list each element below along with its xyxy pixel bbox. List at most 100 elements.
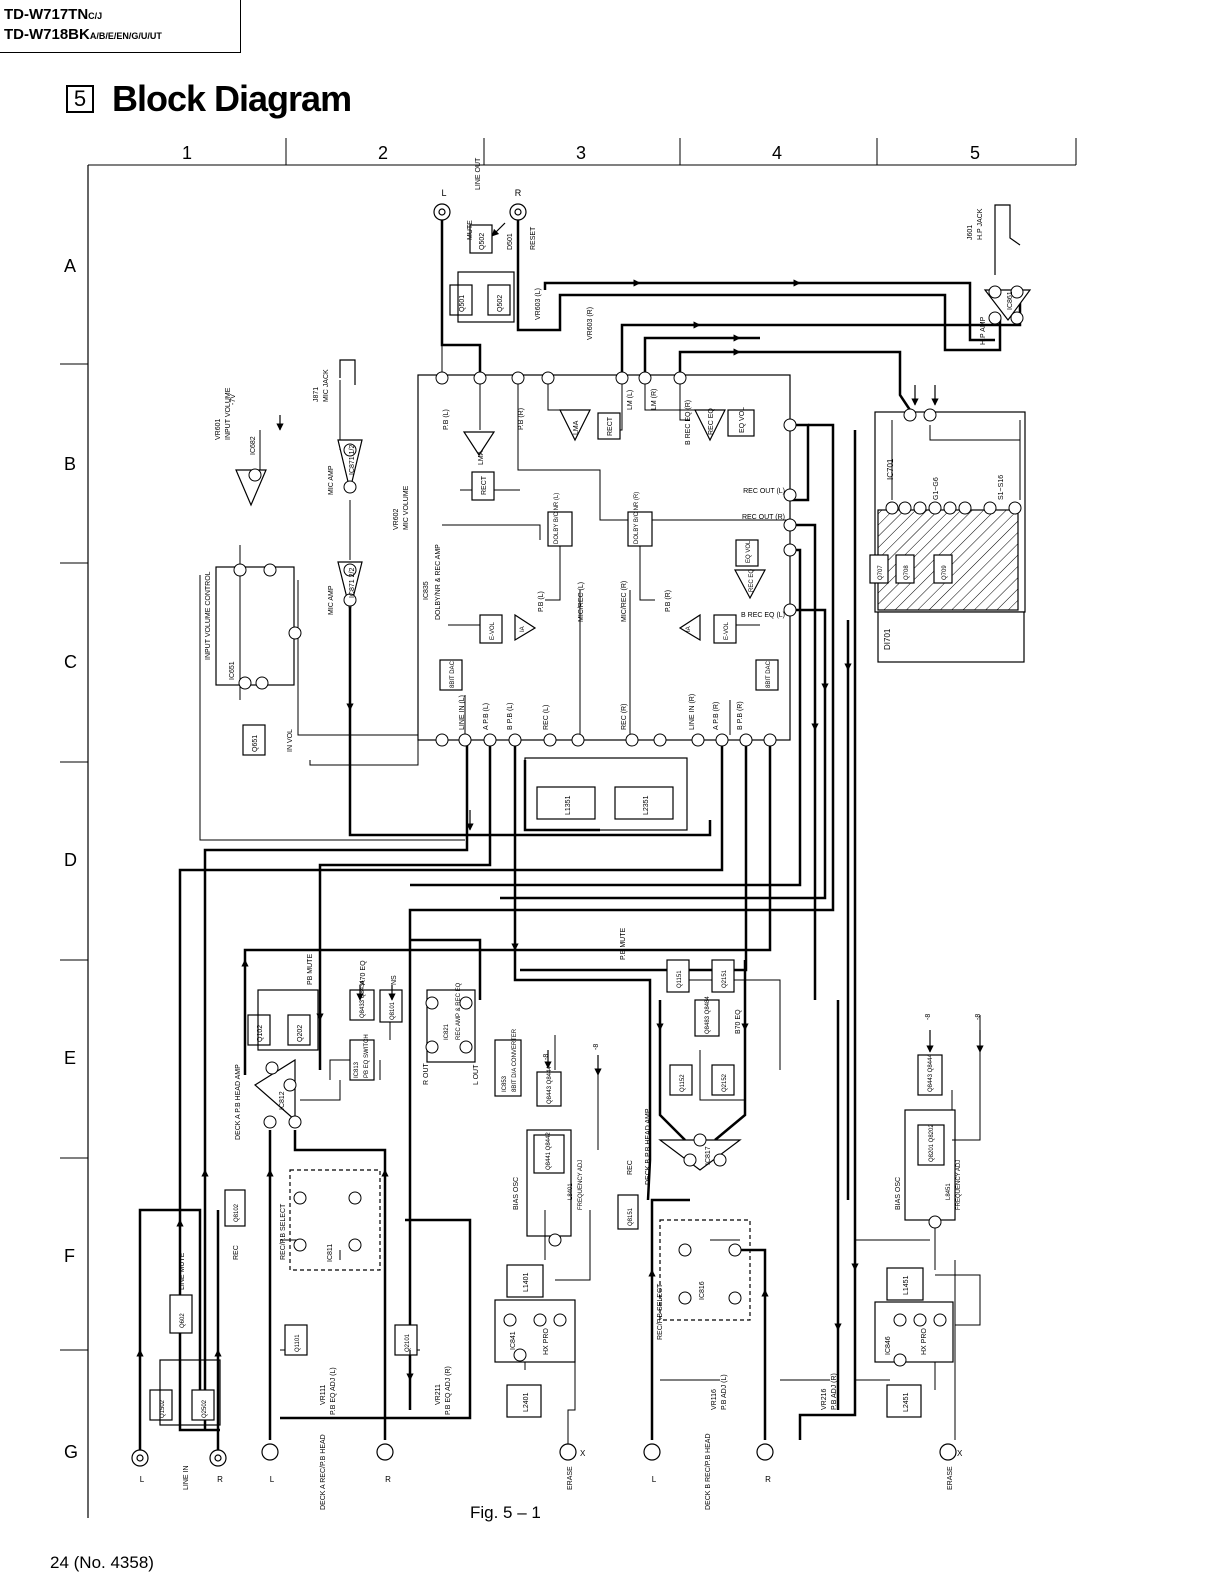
ic813-label: IC813 [354, 1061, 360, 1078]
line-in-l-label: LINE IN (L) [459, 695, 466, 730]
j601-label: J601 [967, 225, 974, 240]
line-in-r-label: LINE IN (R) [689, 694, 696, 730]
vr601-label: VR601 [215, 418, 222, 440]
vr603-l-label: VR603 (L) [535, 288, 542, 320]
vr116-label: VR116 [711, 1389, 718, 1410]
main-signal-wires [138, 205, 1022, 1450]
b-pb-l-label: B P.B (L) [507, 703, 514, 731]
mic-rec-r-label: MIC/REC (R) [621, 581, 628, 622]
dolby-l-label: DOLBY B/C NR (L) [554, 493, 560, 544]
ic841-label: IC841 [510, 1331, 517, 1350]
rec-b-label: REC [627, 1160, 634, 1175]
l2401-label: L2401 [523, 1392, 530, 1412]
q8101-label: Q8101 [390, 1001, 396, 1020]
deck-a-head-label: DECK A REC/P.B HEAD [320, 1434, 327, 1510]
line-in-l-jack-label: L [140, 1475, 145, 1484]
ic835-label: IC835 [423, 581, 430, 600]
mic-amp-2-label: MIC AMP [328, 585, 335, 615]
pb-eq-adj-l-label: P.B EQ ADJ (L) [330, 1367, 337, 1415]
erase-a-x-label: X [580, 1449, 586, 1458]
model-line-1: TD-W717TNC/J [4, 6, 102, 23]
line-mute-label: LINE MUTE [179, 1252, 186, 1290]
evol-l-label: E-VOL [490, 621, 496, 640]
mute-label: MUTE [467, 220, 474, 240]
vr211-label: VR211 [435, 1384, 442, 1405]
b-pb-r-label: B P.B (R) [737, 701, 744, 730]
ic701-label: IC701 [886, 458, 895, 480]
page-title: Block Diagram [112, 78, 352, 119]
q1152-label: Q1152 [680, 1074, 686, 1092]
erase-b-x-label: X [957, 1449, 963, 1458]
q8483-label: Q8483 Q8484 [705, 996, 711, 1034]
model-1: TD-W717TN [4, 6, 89, 23]
deck-b-r-label: R [765, 1475, 771, 1484]
q651-label: Q651 [252, 735, 259, 752]
ic821-name-label: REC AMP & REC EQ [456, 982, 462, 1040]
pb-l-2-label: P.B (L) [538, 591, 545, 612]
rec-out-l-label: REC OUT (L) [743, 488, 785, 495]
row-label-b: B [64, 454, 77, 474]
component-blocks [149, 224, 1026, 1426]
ic846-label: IC846 [885, 1336, 892, 1355]
q2502-label: Q2502 [202, 1399, 208, 1418]
b-rec-eq-l-label: B REC EQ (L) [741, 612, 785, 619]
rec-l-label: REC (L) [543, 705, 550, 730]
j871-label: J871 [313, 387, 320, 402]
model-line-2: TD-W718BKA/B/E/EN/G/U/UT [4, 26, 162, 43]
q2501-label: Q502 [497, 295, 504, 312]
line-in-r-jack-label: R [217, 1475, 223, 1484]
ic811-label: IC811 [327, 1244, 334, 1262]
line-in-jack-label: LINE IN [183, 1465, 190, 1490]
pb-mute-a-label: PB MUTE [307, 954, 314, 985]
mic-amp-1-label: MIC AMP [328, 465, 335, 495]
row-label-d: D [64, 850, 77, 870]
ic871-1-label: IC871 1/2 [349, 445, 356, 475]
l1451-label: L1451 [903, 1275, 910, 1295]
a-pb-l-label: A P.B (L) [483, 703, 490, 730]
q1501-label: Q501 [459, 295, 466, 312]
column-label-4: 4 [772, 143, 783, 163]
rect-2-label: RECT [607, 416, 614, 436]
g1-g6-label: G1~G6 [933, 477, 940, 500]
input-volume-control-label: INPUT VOLUME CONTROL [205, 571, 212, 660]
minus-7v-label: -7V [230, 394, 237, 405]
column-label-5: 5 [970, 143, 981, 163]
hx-pro-a-label: HX PRO [543, 1328, 550, 1355]
pb-eq-adj-r-label: P.B EQ ADJ (R) [445, 1366, 452, 1415]
section-number: 5 [66, 85, 94, 113]
in-vol-label: IN VOL [287, 729, 294, 752]
rec-r-label: REC (R) [621, 704, 628, 730]
rec-eq-1-label: REC EQ [708, 408, 715, 435]
l8401-label: L8401 [568, 1183, 574, 1200]
model-2-suffix: A/B/E/EN/G/U/UT [89, 31, 162, 41]
rec-out-r-label: REC OUT (R) [742, 514, 785, 521]
minus-8a-label: -8 [543, 1054, 550, 1060]
q8443-label: Q8443 Q8444 [547, 1066, 553, 1104]
model-header: TD-W717TNC/J TD-W718BKA/B/E/EN/G/U/UT [0, 0, 241, 53]
ic816-label: IC816 [699, 1281, 706, 1300]
vr602-label: VR602 [393, 508, 400, 530]
line-out-l-label: L [441, 188, 446, 198]
ic812-label: IC812 [279, 1091, 286, 1110]
model-1-suffix: C/J [88, 11, 103, 21]
vr111-label: VR111 [320, 1385, 327, 1405]
pb-l-1-label: P.B (L) [443, 409, 450, 430]
rec-eq-2-label: REC EQ [749, 569, 755, 592]
hp-jack-label: H.P JACK [977, 208, 984, 240]
freq-adj-b-label: FREQUENCY ADJ [956, 1160, 962, 1210]
q1101-label: Q1101 [295, 1334, 301, 1352]
input-volume-label: INPUT VOLUME [225, 387, 232, 440]
deck-a-r-label: R [385, 1475, 391, 1484]
erase-b-label: ERASE [947, 1466, 954, 1490]
b70-eq-label: B70 EQ [735, 1009, 742, 1034]
pb-adj-l-label: P.B ADJ (L) [721, 1374, 728, 1410]
ic835-name-label: DOLBY/NR & REC AMP [435, 544, 442, 620]
q709-label: Q709 [942, 565, 948, 580]
q602-label: Q602 [180, 1313, 186, 1328]
q8443-b-label: Q8443 Q8444 [928, 1054, 934, 1092]
lm-l-label: LM (L) [627, 390, 634, 410]
grid-frame [60, 138, 1077, 1518]
l1351-label: L1351 [565, 795, 572, 815]
evol-r-label: E-VOL [724, 621, 730, 640]
